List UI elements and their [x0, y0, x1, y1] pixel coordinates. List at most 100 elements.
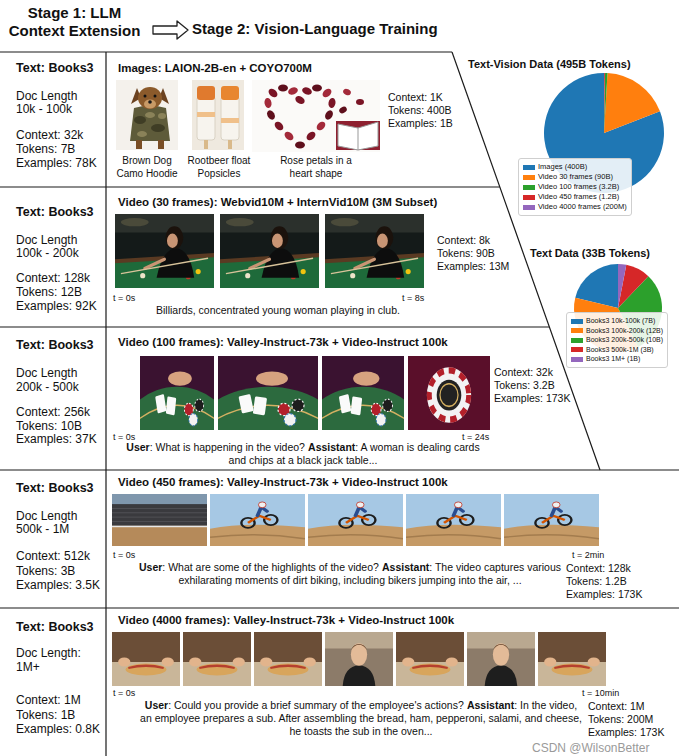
legend-swatch — [523, 165, 535, 170]
legend-text: Books3 100k-200k (12B) — [586, 327, 663, 334]
video-frame — [325, 632, 393, 686]
legend-swatch — [523, 175, 535, 180]
stat-text: Tokens: 3.2B — [494, 379, 555, 392]
text-spec: Examples: 3.5K — [16, 578, 100, 592]
rose-petal-photo — [338, 105, 348, 114]
legend-text: Video 450 frames (1.2B) — [538, 192, 619, 201]
legend-swatch — [571, 319, 583, 324]
dog-photo — [138, 87, 162, 109]
legend-entry: Books3 10k-100k (7B) — [571, 316, 663, 326]
video-frame — [254, 632, 322, 686]
dog-photo — [144, 100, 156, 109]
grid-line — [0, 469, 679, 470]
text-spec: Tokens: 7B — [16, 142, 75, 156]
stat-text: Tokens: 200M — [588, 713, 653, 726]
legend-swatch — [523, 195, 535, 200]
stat-text: Context: 1K — [388, 91, 443, 104]
rose-petal-photo — [267, 87, 279, 99]
popsicle-photo — [204, 140, 208, 149]
rose-petal-photo — [294, 94, 306, 105]
text-spec: Tokens: 3B — [16, 564, 75, 578]
pie-slice — [618, 265, 648, 308]
stat-text: Context: 8k — [437, 234, 490, 247]
dataset-title: Video (450 frames): Valley-Instruct-73k … — [118, 475, 448, 489]
legend-swatch — [523, 185, 535, 190]
rose-petal-photo — [358, 128, 359, 150]
dog-photo — [130, 106, 170, 142]
dataset-title: Video (100 frames): Valley-Instruct-73k … — [118, 335, 448, 349]
rose-petal-photo — [283, 130, 295, 142]
image-caption: Rootbeer float Popsicles — [184, 154, 254, 180]
stage-heading: Stage 2: Vision-Language Training — [192, 20, 438, 38]
stat-text: Tokens: 400B — [388, 104, 452, 117]
text-spec: 1M+ — [16, 660, 40, 674]
legend-text: Images (400B) — [538, 162, 587, 171]
text-spec: Doc Length — [16, 89, 77, 103]
popsicle-photo — [221, 118, 239, 123]
video-frame — [112, 214, 606, 686]
video-frame — [115, 214, 214, 288]
frame-caption: Billiards, concentrated young woman play… — [118, 304, 438, 317]
legend-text: Books3 500k-1M (3B) — [586, 346, 654, 353]
legend-text: Video 100 frames (3.2B) — [538, 182, 619, 191]
rose-petal-photo — [356, 99, 364, 105]
rose-petal-photo — [273, 120, 285, 132]
video-frame — [504, 494, 599, 546]
stat-text: Tokens: 90B — [437, 247, 495, 260]
grid-line — [0, 186, 500, 187]
legend-swatch — [571, 328, 583, 333]
text-stage-cell: Text: Books3Doc Length200k - 500kContext… — [0, 327, 106, 470]
legend-entry: Video 4000 frames (200M) — [523, 202, 627, 212]
vision-stage-cell: Video (4000 frames): Valley-Instruct-73k… — [106, 608, 679, 756]
popsicle-photo — [197, 86, 215, 100]
dataset-title: Video (4000 frames): Valley-Instruct-73k… — [118, 613, 454, 627]
legend-swatch — [571, 347, 583, 352]
text-spec: Doc Length — [16, 233, 77, 247]
text-source-title: Text: Books3 — [16, 481, 94, 496]
legend-text: Video 30 frames (90B) — [538, 172, 613, 181]
dialogue-text: : Could you provide a brief summary of t… — [168, 699, 464, 711]
pie-slice — [604, 73, 605, 133]
popsicle-photo — [192, 80, 244, 150]
text-spec: Context: 128k — [16, 271, 90, 285]
stat-text: Examples: 173K — [566, 588, 642, 601]
stat-text: Examples: 13M — [437, 260, 509, 273]
video-frame — [467, 632, 535, 686]
popsicle-photo — [197, 112, 215, 117]
timestamp-label: t = 0s — [113, 550, 135, 561]
timestamp-label: t = 8s — [402, 293, 424, 304]
dialogue-caption: User: What are some of the highlights of… — [138, 561, 562, 587]
grid-line — [0, 51, 452, 52]
text-spec: Tokens: 12B — [16, 285, 82, 299]
legend-entry: Video 100 frames (3.2B) — [523, 182, 627, 192]
text-source-title: Text: Books3 — [16, 338, 94, 353]
video-frame — [112, 632, 180, 686]
video-frame — [210, 494, 305, 546]
video-frame — [396, 632, 464, 686]
vision-stage-cell: Video (30 frames): Webvid10M + InternVid… — [106, 187, 526, 327]
text-spec: 100k - 200k — [16, 246, 79, 260]
speaker-tag: User — [145, 699, 168, 711]
pie-slice — [604, 73, 660, 133]
vision-stage-cell: Images: LAION-2B-en + COYO700MContext: 1… — [106, 52, 500, 187]
dog-photo — [136, 140, 142, 149]
legend-entry: Books3 1M+ (1B) — [571, 354, 663, 364]
popsicle-photo — [197, 96, 215, 140]
vision-stage-cell: Video (450 frames): Valley-Instruct-73k … — [106, 470, 679, 608]
legend-swatch — [571, 338, 583, 343]
text-spec: Context: 1M — [16, 693, 81, 707]
dialogue-caption: User: What is happening in the video?Ass… — [118, 441, 488, 467]
rose-petal-photo — [252, 80, 380, 152]
dog-photo — [134, 116, 146, 124]
dog-photo — [158, 140, 164, 149]
speaker-tag: Assistant — [308, 441, 355, 453]
text-stage-cell: Text: Books3Doc Length100k - 200kContext… — [0, 187, 106, 327]
video-frame — [112, 494, 207, 546]
rose-petal-photo — [312, 85, 322, 92]
legend-text: Books3 200k-500k (10B) — [586, 336, 663, 343]
timestamp-label: t = 0s — [113, 432, 135, 443]
dog-photo — [154, 95, 157, 98]
dialogue-text: : What is happening in the video? — [150, 441, 305, 453]
rose-petal-photo — [336, 121, 380, 150]
grid-line — [0, 326, 549, 327]
